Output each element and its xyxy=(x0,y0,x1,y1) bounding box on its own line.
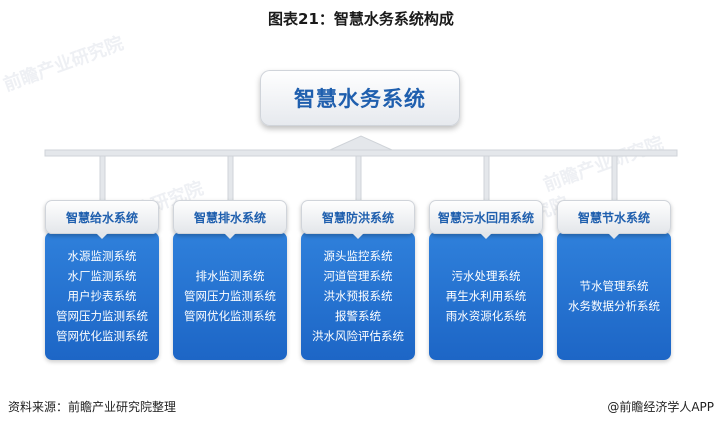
branch-body-flood-control: 源头监控系统 河道管理系统 洪水预报系统 报警系统 洪水风险评估系统 xyxy=(301,232,415,360)
root-node: 智慧水务系统 xyxy=(260,70,460,126)
list-item: 雨水资源化系统 xyxy=(445,309,527,323)
branch-body-drainage: 排水监测系统 管网压力监测系统 管网优化监测系统 xyxy=(173,232,287,360)
list-item: 水源监测系统 xyxy=(67,249,137,263)
list-item: 管网压力监测系统 xyxy=(56,309,148,323)
branch-label: 智慧防洪系统 xyxy=(321,210,394,225)
list-item: 用户抄表系统 xyxy=(67,289,137,303)
credit-note: @前瞻经济学人APP xyxy=(607,400,714,414)
branch-label: 智慧节水系统 xyxy=(577,210,650,225)
vertical-connector xyxy=(611,155,618,203)
figure-title: 图表21：智慧水务系统构成 xyxy=(268,10,454,28)
branch-label: 智慧给水系统 xyxy=(65,210,138,225)
source-note: 资料来源：前瞻产业研究院整理 xyxy=(8,400,177,414)
branch-head-drainage: 智慧排水系统 xyxy=(173,200,287,234)
branch-label: 智慧排水系统 xyxy=(193,210,266,225)
root-label: 智慧水务系统 xyxy=(294,87,426,111)
branch-label: 智慧污水回用系统 xyxy=(437,210,534,225)
branch-head-flood-control: 智慧防洪系统 xyxy=(301,200,415,234)
branch-body-sewage-reuse: 污水处理系统 再生水利用系统 雨水资源化系统 xyxy=(429,232,543,360)
list-item: 洪水风险评估系统 xyxy=(312,329,404,343)
branch-body-water-saving: 节水管理系统 水务数据分析系统 xyxy=(557,232,671,360)
root-pointer xyxy=(329,135,393,151)
branch-head-water-supply: 智慧给水系统 xyxy=(45,200,159,234)
branch-notch xyxy=(351,232,365,239)
list-item: 管网优化监测系统 xyxy=(56,329,148,343)
branch-head-water-saving: 智慧节水系统 xyxy=(557,200,671,234)
list-item: 管网优化监测系统 xyxy=(184,309,276,323)
list-item: 河道管理系统 xyxy=(323,269,393,283)
vertical-connector xyxy=(99,155,106,203)
vertical-connector xyxy=(483,155,490,203)
branch-notch xyxy=(479,232,493,239)
list-item: 再生水利用系统 xyxy=(445,289,527,303)
vertical-connector xyxy=(227,155,234,203)
list-item: 源头监控系统 xyxy=(323,249,393,263)
branch-notch xyxy=(607,232,621,239)
branch-notch xyxy=(223,232,237,239)
horizontal-connector xyxy=(44,149,678,157)
vertical-connector xyxy=(355,155,362,203)
branch-head-sewage-reuse: 智慧污水回用系统 xyxy=(429,200,543,234)
list-item: 洪水预报系统 xyxy=(323,289,393,303)
list-item: 污水处理系统 xyxy=(451,269,521,283)
list-item: 排水监测系统 xyxy=(195,269,265,283)
list-item: 报警系统 xyxy=(335,309,381,323)
list-item: 管网压力监测系统 xyxy=(184,289,276,303)
list-item: 节水管理系统 xyxy=(579,279,649,293)
list-item: 水厂监测系统 xyxy=(67,269,137,283)
branch-notch xyxy=(95,232,109,239)
branch-body-water-supply: 水源监测系统 水厂监测系统 用户抄表系统 管网压力监测系统 管网优化监测系统 xyxy=(45,232,159,360)
list-item: 水务数据分析系统 xyxy=(568,299,660,313)
